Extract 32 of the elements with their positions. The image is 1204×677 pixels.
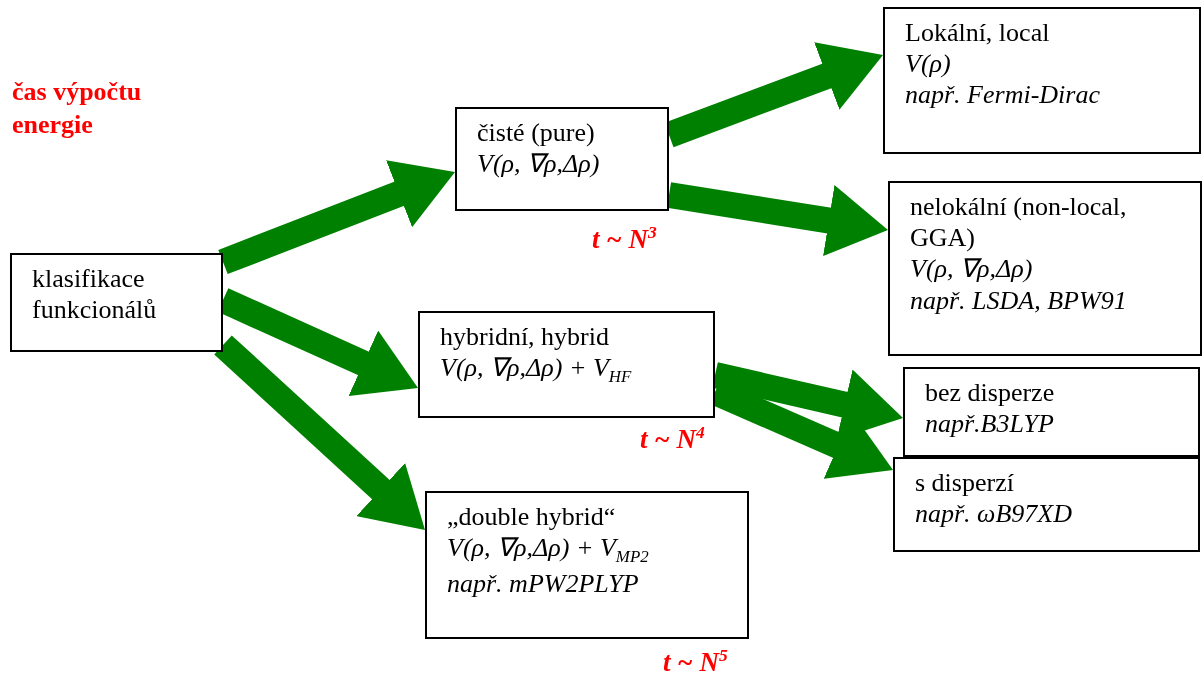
complexity-label: t ~ N$^{3}$ — [592, 222, 657, 255]
text-box — [418, 311, 715, 418]
text-box — [10, 253, 223, 352]
formula-text: V(ρ, ∇ρ,Δρ) + V$_{MP2}$ — [447, 532, 650, 568]
formula-text: V(ρ, ∇ρ,Δρ) + V$_{HF}$ — [440, 352, 633, 388]
formula-text: např. mPW2PLYP — [447, 567, 640, 599]
text-box — [903, 367, 1200, 457]
text-box — [425, 491, 749, 639]
node-title: „double hybrid“ — [447, 501, 617, 533]
formula-text: např. ωB97XD — [915, 498, 1073, 530]
block-arrow — [214, 335, 425, 530]
text-box — [883, 7, 1201, 154]
complexity-label: t ~ N$^{4}$ — [640, 422, 705, 455]
text-box — [455, 107, 669, 211]
node-title: bez disperze — [925, 377, 1056, 409]
block-arrow — [218, 160, 455, 275]
formula-text: V(ρ, ∇ρ,Δρ) — [477, 148, 601, 180]
complexity-label: t ~ N$^{5}$ — [663, 645, 728, 677]
node-title: hybridní, hybrid — [440, 321, 610, 353]
note-text: čas výpočtu energie — [12, 76, 143, 141]
text-box — [888, 181, 1202, 356]
node-title: nelokální (non-local, GGA) — [910, 191, 1128, 254]
formula-text: V(ρ, ∇ρ,Δρ) — [910, 253, 1034, 285]
text-box — [893, 457, 1200, 552]
node-title: Lokální, local — [905, 17, 1051, 49]
formula-text: např.B3LYP — [925, 408, 1055, 440]
node-title: čisté (pure) — [477, 117, 596, 149]
formula-text: např. LSDA, BPW91 — [910, 284, 1128, 316]
node-title: s disperzí — [915, 467, 1015, 499]
formula-text: např. Fermi-Dirac — [905, 79, 1101, 111]
node-title: klasifikace funkcionálů — [32, 263, 158, 326]
formula-text: V(ρ) — [905, 48, 952, 80]
